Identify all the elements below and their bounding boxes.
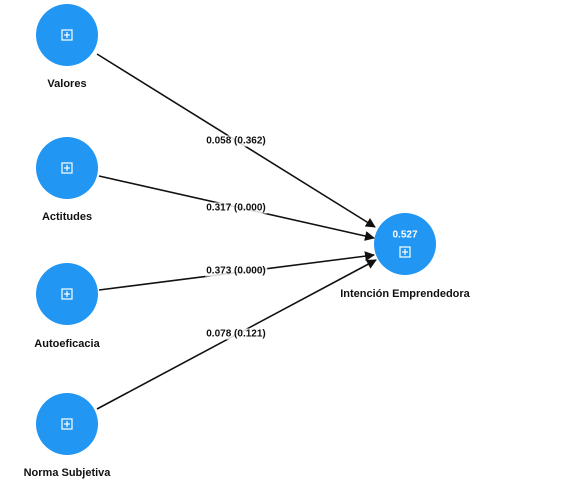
expand-square-icon [61,29,73,41]
expand-square-icon [61,162,73,174]
node-valores[interactable] [36,4,98,66]
expand-square-icon [61,418,73,430]
path-coefficient-valores: 0.058 (0.362) [205,135,267,147]
label-autoeficacia: Autoeficacia [34,338,100,350]
path-coefficient-actitudes: 0.317 (0.000) [205,202,267,214]
expand-square-icon [399,246,411,258]
label-valores: Valores [47,78,87,90]
label-actitudes: Actitudes [41,211,93,223]
node-actitudes[interactable] [36,137,98,199]
label-intencion-emprendedora: Intención Emprendedora [340,288,470,300]
node-autoeficacia[interactable] [36,263,98,325]
r-squared-value: 0.527 [392,229,418,241]
node-intencion-emprendedora[interactable] [374,213,436,275]
node-norma-subjetiva[interactable] [36,393,98,455]
label-norma-subjetiva: Norma Subjetiva [23,467,111,479]
expand-square-icon [61,288,73,300]
path-coefficient-autoeficacia: 0.373 (0.000) [205,265,267,277]
path-coefficient-norma-subjetiva: 0.078 (0.121) [205,328,267,340]
